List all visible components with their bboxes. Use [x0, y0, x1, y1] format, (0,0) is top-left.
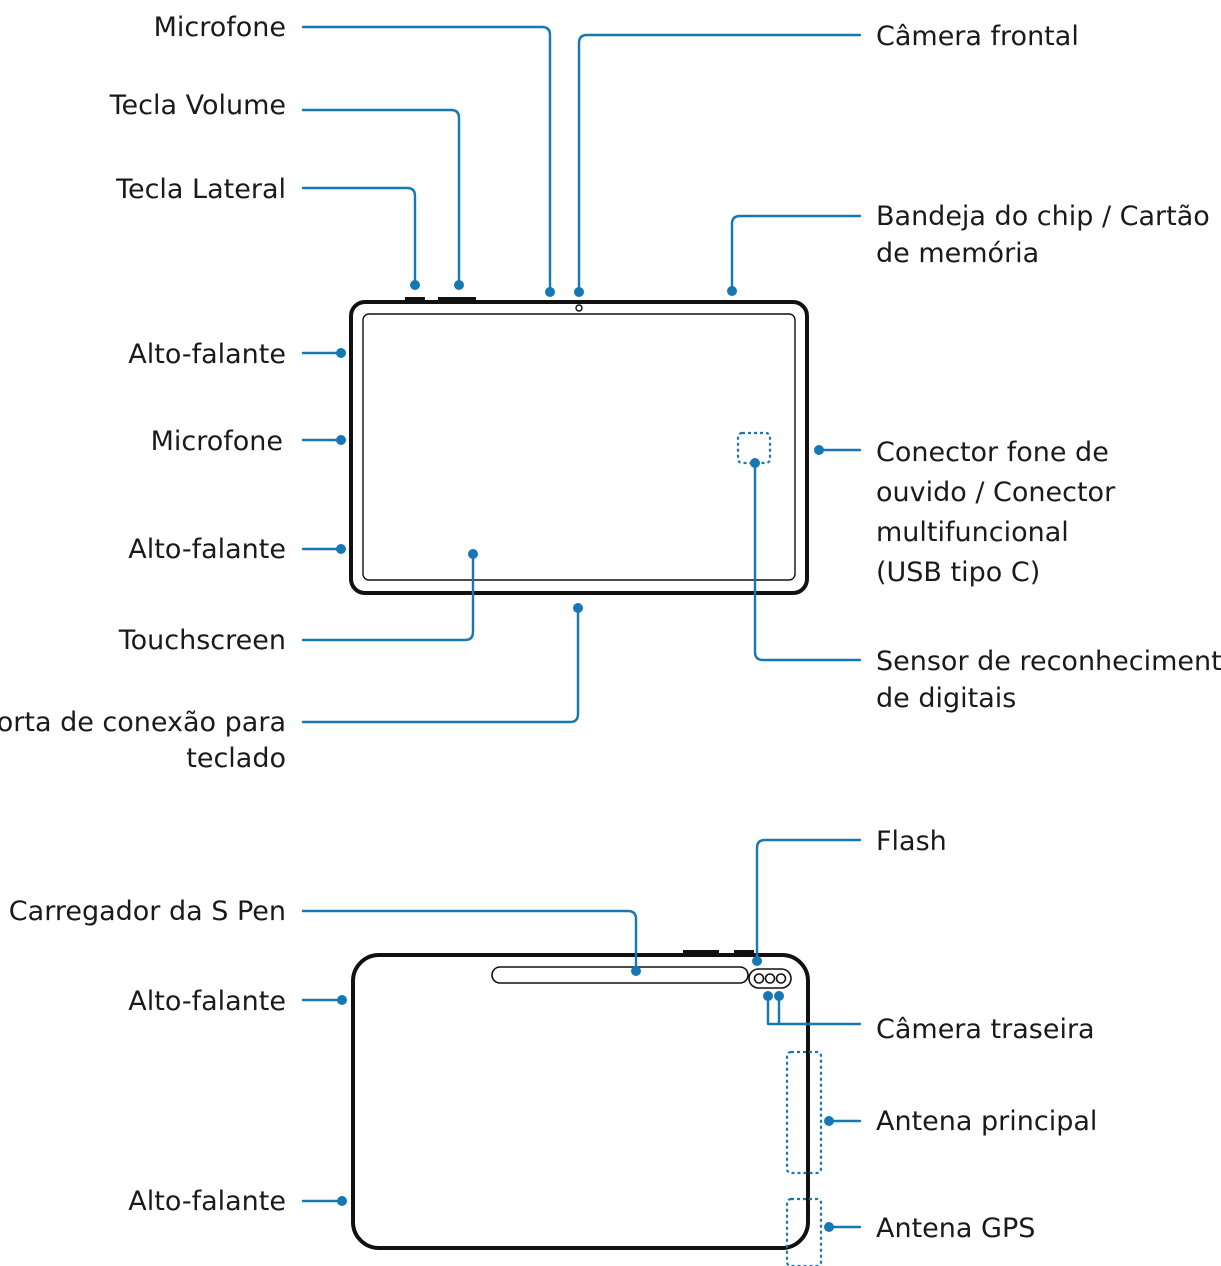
- label-alto-falante-top: Alto-falante: [128, 339, 286, 370]
- label-conector-line3: multifuncional: [876, 517, 1069, 548]
- label-touchscreen: Touchscreen: [118, 625, 286, 656]
- rear-camera-lens-1-icon: [764, 973, 776, 984]
- label-bandeja-line1: Bandeja do chip / Cartão: [876, 201, 1210, 232]
- label-camera-frontal: Câmera frontal: [876, 21, 1079, 52]
- label-alto-falante-back-bottom: Alto-falante: [128, 1186, 286, 1217]
- leader-sensor: [753, 462, 862, 662]
- label-microfone-side: Microfone: [151, 426, 283, 457]
- label-conector-line2: ouvido / Conector: [876, 477, 1116, 508]
- rear-camera-lens-2-icon: [775, 973, 787, 984]
- label-camera-traseira: Câmera traseira: [876, 1014, 1095, 1045]
- leader-camera-traseira: [766, 995, 862, 1026]
- fingerprint-sensor-area: [736, 431, 772, 465]
- label-antena-gps: Antena GPS: [876, 1213, 1035, 1244]
- label-conector-line4: (USB tipo C): [876, 557, 1040, 588]
- label-tecla-lateral: Tecla Lateral: [115, 174, 286, 205]
- label-carregador: Carregador da S Pen: [9, 896, 286, 927]
- label-alto-falante-back-top: Alto-falante: [128, 986, 286, 1017]
- label-microfone-top: Microfone: [154, 12, 286, 43]
- gps-antenna-area: [785, 1197, 823, 1266]
- leader-tecla-lateral: [301, 186, 417, 286]
- leader-bandeja: [730, 214, 862, 292]
- leader-carregador: [301, 909, 638, 972]
- label-porta-line2: teclado: [186, 743, 286, 774]
- label-porta-line1: Porta de conexão para: [0, 707, 286, 738]
- flash-icon: [753, 973, 765, 984]
- back-view: Flash Carregador da S Pen Alto-falante C…: [9, 826, 1097, 1266]
- label-antena-principal: Antena principal: [876, 1106, 1097, 1137]
- leader-touchscreen: [301, 553, 475, 642]
- label-tecla-volume: Tecla Volume: [109, 90, 286, 121]
- s-pen-charger-slot: [491, 966, 749, 984]
- leader-camera-frontal: [577, 33, 862, 293]
- leader-porta: [301, 607, 580, 724]
- label-conector-line1: Conector fone de: [876, 437, 1109, 468]
- front-view: Microfone Câmera frontal Tecla Volume Te…: [0, 12, 1221, 774]
- label-flash: Flash: [876, 826, 947, 857]
- touchscreen-area: [362, 313, 796, 581]
- leader-flash: [755, 838, 862, 962]
- label-sensor-line1: Sensor de reconhecimento: [876, 646, 1221, 677]
- leader-tecla-volume: [301, 108, 461, 286]
- label-sensor-line2: de digitais: [876, 683, 1016, 714]
- label-alto-falante-bottom: Alto-falante: [128, 534, 286, 565]
- leader-microfone-top: [301, 25, 552, 293]
- label-bandeja-line2: de memória: [876, 238, 1039, 269]
- main-antenna-area: [785, 1050, 823, 1175]
- tablet-back-body: [351, 953, 810, 1250]
- front-camera-icon: [575, 304, 583, 312]
